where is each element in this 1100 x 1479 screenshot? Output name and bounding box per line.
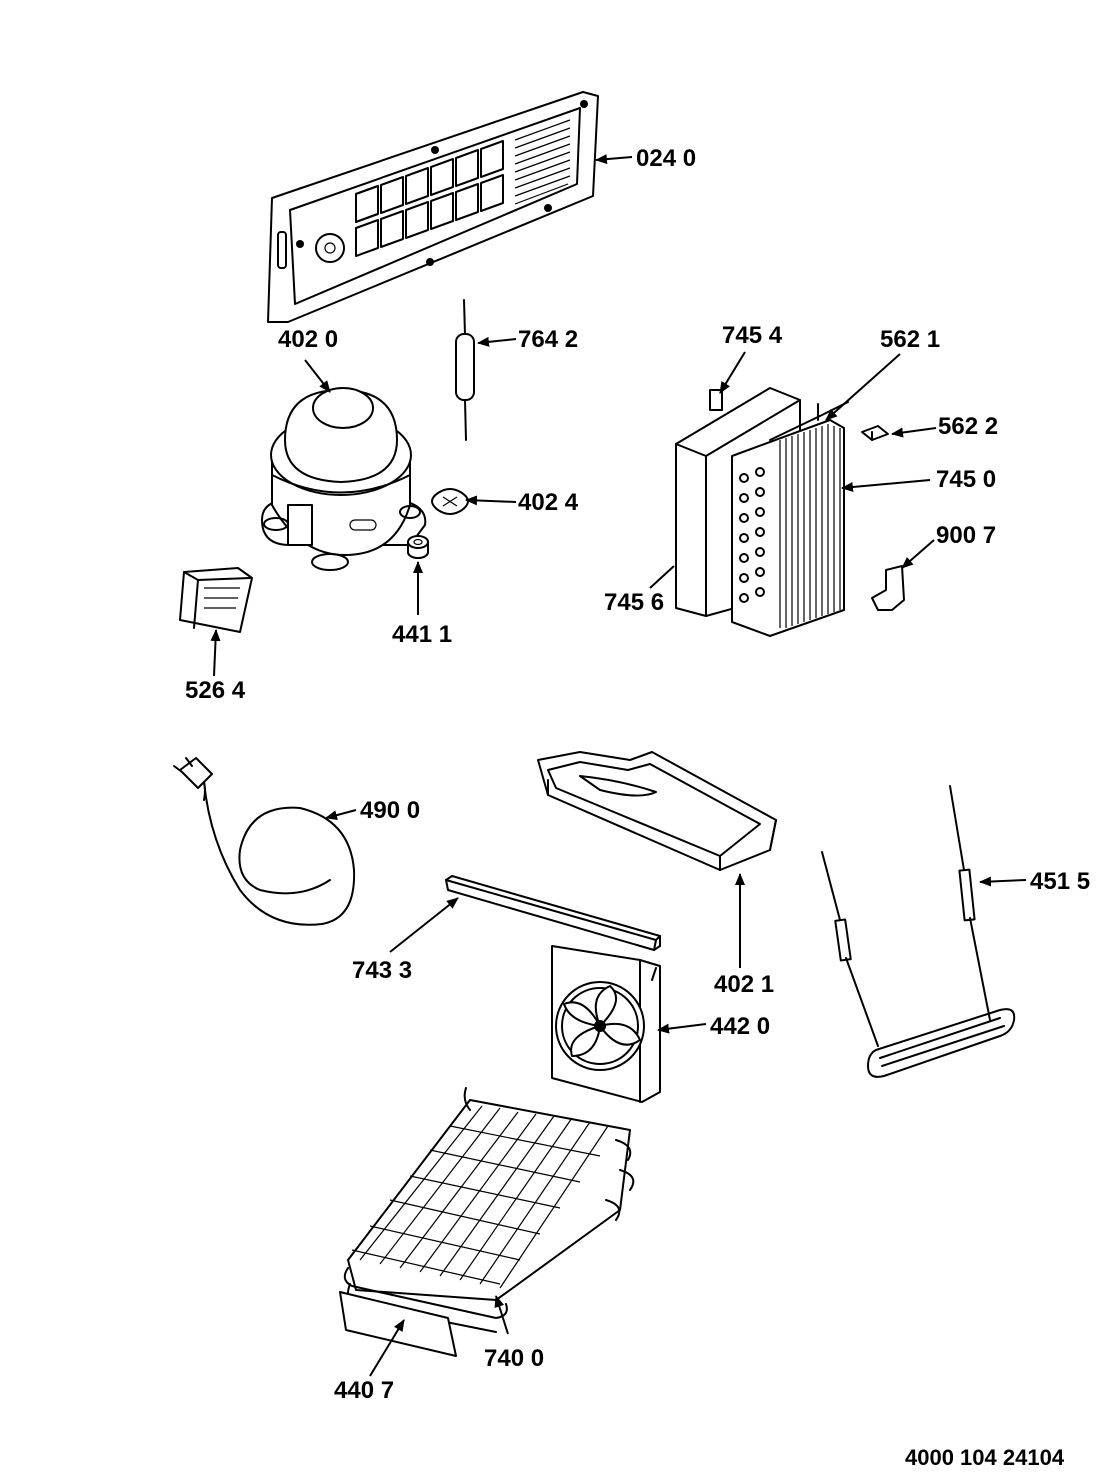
defrost-heater-part <box>821 785 1016 1078</box>
document-reference: 4000 104 24104 <box>905 1445 1065 1470</box>
condenser-coil-part <box>343 1087 635 1333</box>
label-441-1: 441 1 <box>392 621 452 648</box>
label-024-0: 024 0 <box>636 145 696 172</box>
relay-part <box>179 567 253 633</box>
label-764-2: 764 2 <box>518 326 578 353</box>
bracket-part <box>871 565 905 611</box>
back-panel-part <box>267 91 599 323</box>
power-cord-part <box>173 757 356 926</box>
label-526-4: 526 4 <box>185 677 246 704</box>
label-440-7: 440 7 <box>334 1377 394 1404</box>
label-900-7: 900 7 <box>936 522 996 549</box>
drip-tray-part <box>537 751 777 871</box>
compressor-part <box>261 387 427 571</box>
label-402-4: 402 4 <box>518 489 579 516</box>
fan-assembly-part <box>551 945 661 1103</box>
label-490-0: 490 0 <box>360 797 420 824</box>
filter-drier-part <box>455 299 475 441</box>
insulation-pad-part <box>339 1291 457 1357</box>
label-745-6: 745 6 <box>604 589 664 616</box>
label-562-2: 562 2 <box>938 413 998 440</box>
label-451-5: 451 5 <box>1030 868 1090 895</box>
label-743-3: 743 3 <box>352 957 412 984</box>
clip-part <box>431 488 469 515</box>
label-745-4: 745 4 <box>722 322 783 349</box>
sensor-clip-part <box>861 425 889 441</box>
label-740-0: 740 0 <box>484 1345 544 1372</box>
seal-strip-part <box>445 875 661 951</box>
evaporator-module-part <box>675 387 849 637</box>
label-442-0: 442 0 <box>710 1013 770 1040</box>
grommet-part <box>407 535 429 559</box>
label-745-0: 745 0 <box>936 466 996 493</box>
label-402-0: 402 0 <box>278 326 338 353</box>
label-402-1: 402 1 <box>714 971 774 998</box>
label-562-1: 562 1 <box>880 326 940 353</box>
